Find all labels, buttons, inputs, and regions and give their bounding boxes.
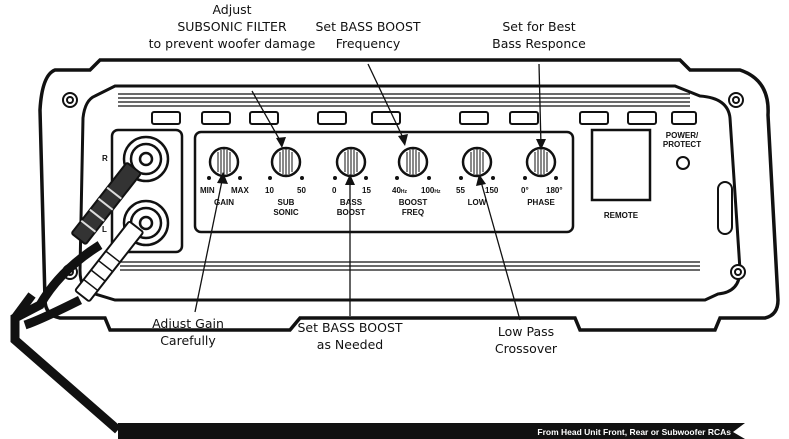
gain-name: GAIN (214, 198, 234, 207)
knob-phase (525, 146, 557, 178)
boost-freq-name-1: BOOST (399, 198, 428, 207)
bottom-ribs (120, 261, 700, 271)
callout-bass-boost-1: Set BASS BOOST (297, 320, 402, 335)
knob-gain (208, 146, 240, 178)
callout-bass-boost-2: as Needed (317, 337, 383, 352)
phase-max-label: 180° (546, 186, 563, 195)
remote-label: REMOTE (604, 211, 639, 220)
bass-boost-name-1: BASS (340, 198, 363, 207)
callout-subsonic-2: SUBSONIC FILTER (177, 19, 287, 34)
subsonic-max-label: 50 (297, 186, 306, 195)
power-protect-label-2: PROTECT (663, 140, 701, 149)
rca-jack-right (122, 135, 170, 183)
subsonic-name-1: SUB (278, 198, 295, 207)
side-slot (717, 181, 733, 235)
boost-freq-max-label: 100Hz (421, 186, 441, 195)
gain-max-label: MAX (231, 186, 249, 195)
callout-subsonic-1: Adjust (212, 2, 251, 17)
power-protect-label-1: POWER/ (666, 131, 699, 140)
knob-bass-boost (335, 146, 367, 178)
knob-subsonic (270, 146, 302, 178)
boost-freq-max-unit: Hz (434, 189, 441, 195)
bass-boost-min-label: 0 (332, 186, 337, 195)
rca-plug-right (71, 162, 142, 245)
power-protect-led (676, 156, 690, 170)
callout-low-pass-2: Crossover (495, 341, 558, 356)
low-pass-name: LOW (468, 198, 487, 207)
callout-gain-1: Adjust Gain (152, 316, 224, 331)
source-banner (118, 423, 745, 439)
callout-leaders (194, 63, 542, 321)
bass-boost-name-2: BOOST (337, 208, 366, 217)
rca-cable (10, 241, 121, 434)
callout-low-pass-1: Low Pass (498, 324, 554, 339)
boost-freq-name-2: FREQ (402, 208, 424, 217)
rca-plug-left (74, 220, 144, 302)
knob-range-labels: MIN MAX 10 50 0 15 40Hz 100Hz 55 150 0° … (200, 186, 563, 195)
boost-freq-min-unit: Hz (401, 189, 408, 195)
rca-label-left: L (102, 225, 107, 234)
callout-phase-2: Bass Responce (492, 36, 586, 51)
phase-min-label: 0° (521, 186, 529, 195)
source-banner-text: From Head Unit Front, Rear or Subwoofer … (537, 427, 731, 437)
callout-bass-freq-1: Set BASS BOOST (315, 19, 420, 34)
low-pass-max-label: 150 (485, 186, 499, 195)
subsonic-name-2: SONIC (273, 208, 299, 217)
knob-boost-freq (397, 146, 429, 178)
top-ribs (118, 93, 690, 107)
rca-label-right: R (102, 154, 108, 163)
remote-port (590, 128, 652, 202)
knob-low-pass (461, 146, 493, 178)
phase-name: PHASE (527, 198, 555, 207)
callout-bass-freq-2: Frequency (336, 36, 401, 51)
callout-phase-1: Set for Best (502, 19, 575, 34)
boost-freq-min-label: 40Hz (392, 186, 408, 195)
knob-scale-dots (207, 176, 558, 180)
callout-subsonic-3: to prevent woofer damage (149, 36, 316, 51)
subsonic-min-label: 10 (265, 186, 274, 195)
knob-name-labels: GAIN SUB SONIC BASS BOOST BOOST FREQ LOW… (214, 198, 555, 217)
bass-boost-max-label: 15 (362, 186, 371, 195)
low-pass-min-label: 55 (456, 186, 465, 195)
callout-arrowheads (217, 134, 546, 186)
callout-gain-2: Carefully (160, 333, 216, 348)
gain-min-label: MIN (200, 186, 215, 195)
control-panel (193, 130, 575, 234)
vent-slots (151, 111, 697, 125)
